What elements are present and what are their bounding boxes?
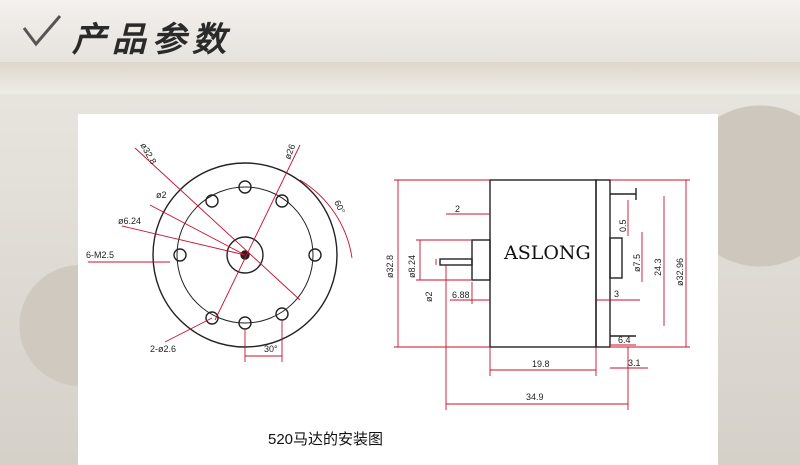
label-d26b: 2-ø2.6 — [150, 344, 176, 354]
label-30: 30° — [264, 344, 278, 354]
front-boss — [471, 239, 491, 281]
label-d75: ø7.5 — [632, 254, 642, 272]
hole — [308, 248, 322, 262]
endcap — [595, 179, 611, 348]
side-dimensions — [394, 179, 690, 410]
drawing-caption: 520马达的安装图 — [268, 431, 384, 448]
header-bar — [0, 0, 800, 62]
label-d624: ø6.24 — [118, 216, 141, 226]
label-05: 0.5 — [618, 219, 628, 232]
label-243: 24.3 — [653, 258, 663, 276]
hole — [275, 194, 289, 208]
label-31: 3.1 — [628, 358, 641, 368]
hole — [173, 248, 187, 262]
hole — [238, 180, 252, 194]
side-labels: ø32.8 ø8.24 ø2 2 6.88 0.5 ø7.5 24.3 ø32.… — [385, 204, 685, 402]
page-title: 产品参数 — [72, 20, 232, 60]
shaft — [439, 258, 473, 266]
label-64: 6.4 — [618, 335, 631, 345]
brand-label: ASLONG — [503, 242, 591, 264]
label-m25: 6-M2.5 — [86, 250, 114, 260]
label-198: 19.8 — [532, 359, 550, 369]
label-3: 3 — [614, 289, 619, 299]
label-d328-side: ø32.8 — [385, 255, 395, 278]
inner-circle — [176, 186, 314, 324]
terminal-block — [609, 237, 623, 279]
hole — [238, 316, 252, 330]
hole — [205, 311, 219, 325]
hole — [205, 194, 219, 208]
label-d824: ø8.24 — [407, 255, 417, 278]
label-d2-side: ø2 — [424, 291, 434, 302]
label-349: 34.9 — [526, 392, 544, 402]
label-d3296: ø32.96 — [675, 258, 685, 286]
label-d26: ø26 — [282, 143, 297, 161]
boss-circle — [226, 236, 264, 274]
header-band — [0, 62, 800, 94]
label-d2: ø2 — [156, 190, 167, 200]
side-view — [439, 179, 637, 348]
checkmark-icon — [22, 15, 62, 47]
label-2: 2 — [455, 204, 460, 214]
label-688: 6.88 — [452, 290, 470, 300]
front-dimensions — [88, 144, 353, 362]
